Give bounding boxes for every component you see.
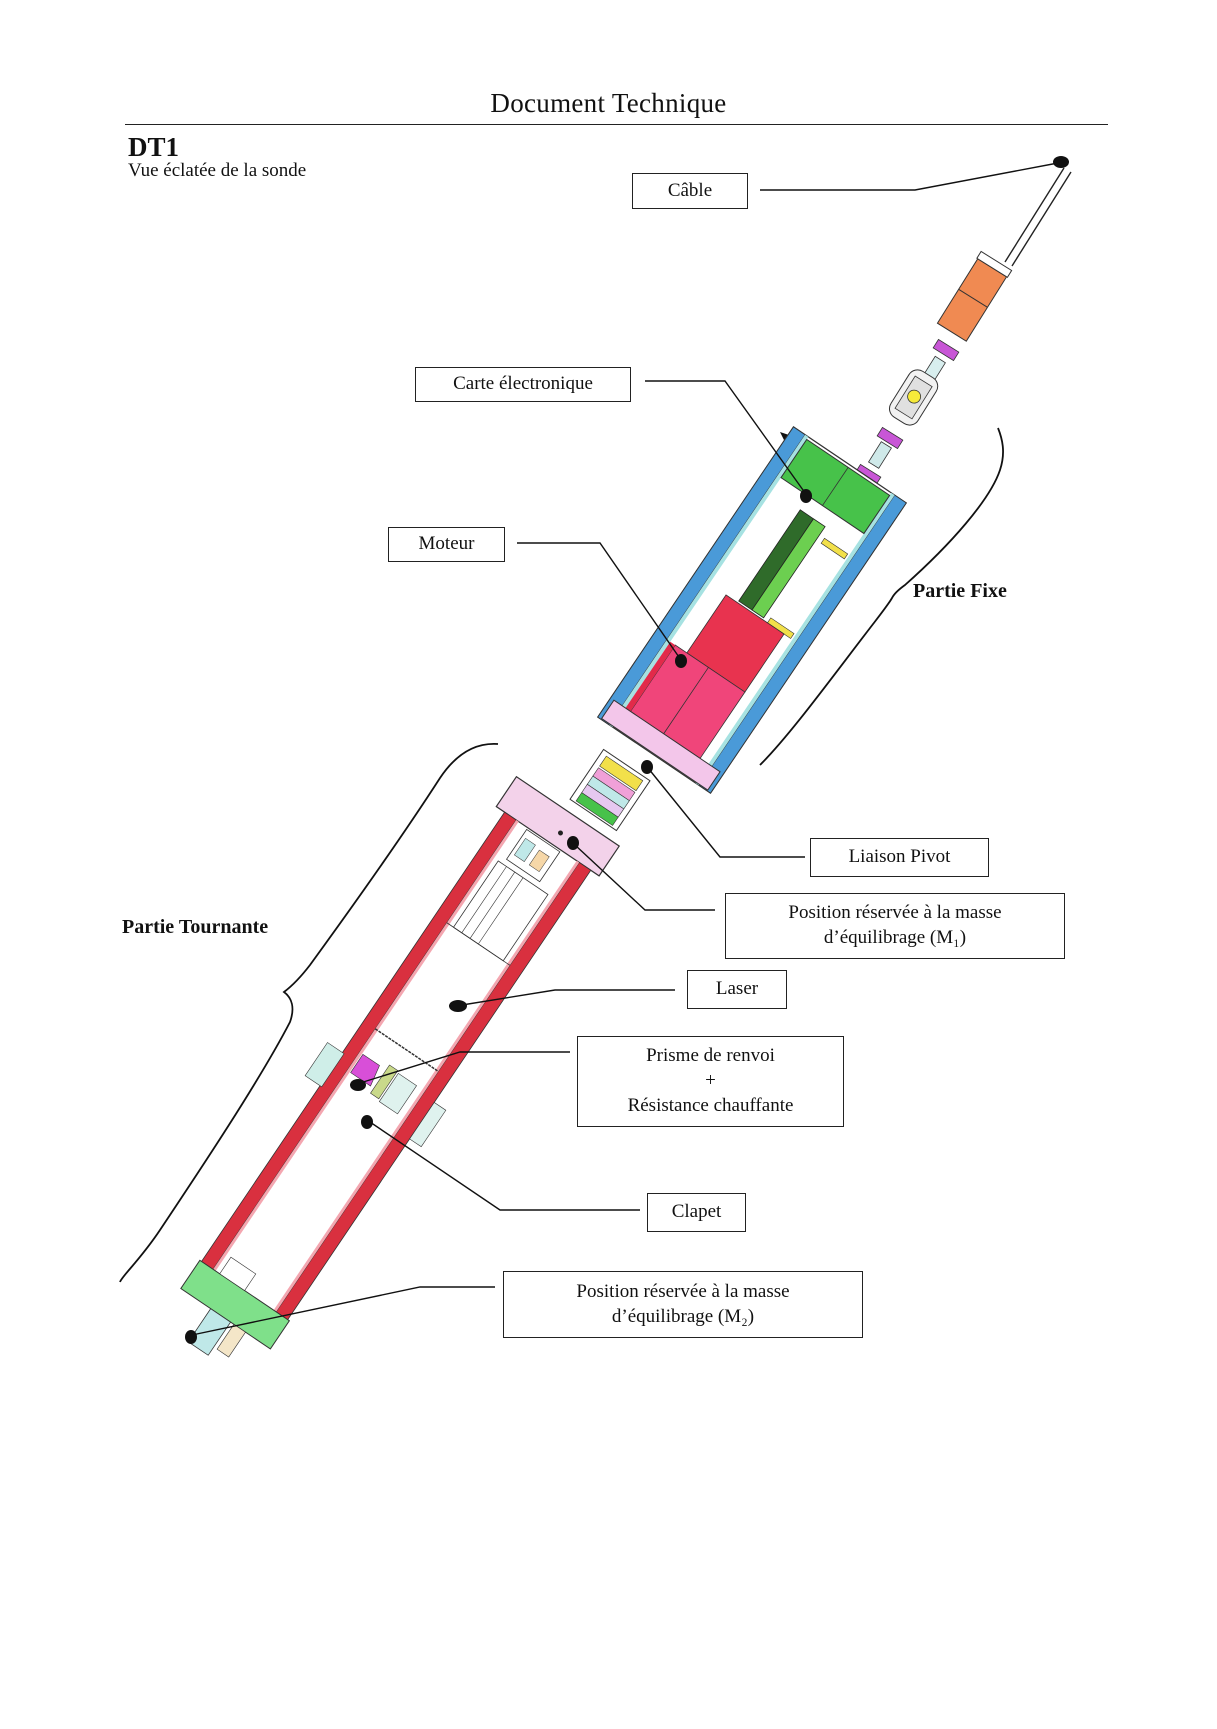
label-pivot: Liaison Pivot [810, 838, 989, 877]
leader-cable [760, 162, 1059, 191]
fixed-bottom-flange [600, 699, 721, 791]
anchor-dots [185, 156, 1069, 1344]
label-laser: Laser [687, 970, 787, 1009]
label-cable-text: Câble [667, 179, 713, 201]
section-label-fixed: Partie Fixe [913, 580, 1007, 602]
label-mass1: Position réservée à la masse d’équilibra… [725, 893, 1065, 959]
label-mass2-line2: d’équilibrage (M₂) [611, 1305, 755, 1327]
label-pivot-text: Liaison Pivot [848, 846, 951, 868]
leader-motor [517, 542, 682, 661]
label-mass1-line2: d’équilibrage (M₁) [823, 927, 967, 948]
label-valve: Clapet [647, 1193, 746, 1232]
leader-valve [366, 1119, 640, 1211]
fixed-housing [596, 426, 908, 794]
document-code: DT1 [128, 132, 180, 162]
upper-nuts [924, 338, 960, 381]
rotating-housing [180, 775, 621, 1358]
valve [378, 1072, 417, 1115]
label-mass2-line1: Position réservée à la masse [576, 1280, 790, 1302]
label-electronics-text: Carte électronique [453, 373, 593, 395]
cable [1004, 167, 1072, 267]
prism [350, 1053, 380, 1087]
label-prism-line3: Résistance chauffante [627, 1094, 794, 1116]
leader-prism [359, 1051, 570, 1084]
rotating-part-brace [119, 743, 499, 1283]
label-electronics: Carte électronique [415, 367, 631, 402]
label-laser-text: Laser [715, 978, 759, 1000]
lower-nuts [854, 426, 904, 487]
label-valve-text: Clapet [671, 1201, 722, 1223]
pivot-joint [569, 748, 651, 832]
label-mass1-line1: Position réservée à la masse [788, 902, 1002, 924]
label-prism: Prisme de renvoi + Résistance chauffante [577, 1036, 844, 1127]
cable-sleeve [936, 250, 1013, 342]
document-title: Document Technique [490, 88, 727, 118]
rotating-top-flange [495, 775, 621, 877]
document-subtitle: Vue éclatée de la sonde [128, 160, 307, 181]
label-prism-line1: Prisme de renvoi [646, 1045, 775, 1067]
label-mass2: Position réservée à la masse d’équilibra… [503, 1271, 863, 1338]
universal-joint [888, 369, 939, 426]
label-motor-text: Moteur [418, 533, 475, 555]
section-label-rotating: Partie Tournante [122, 916, 269, 938]
leader-pivot [647, 767, 805, 858]
leader-mass1 [574, 844, 715, 911]
leader-electronics [645, 380, 809, 498]
leader-lines [191, 162, 1059, 1336]
label-cable: Câble [632, 173, 748, 209]
leader-laser [461, 989, 675, 1006]
label-prism-line2: + [705, 1070, 716, 1092]
header-rule [125, 124, 1108, 125]
label-motor: Moteur [388, 527, 505, 562]
fixed-part-brace [759, 427, 1004, 766]
leader-mass2 [191, 1286, 495, 1336]
